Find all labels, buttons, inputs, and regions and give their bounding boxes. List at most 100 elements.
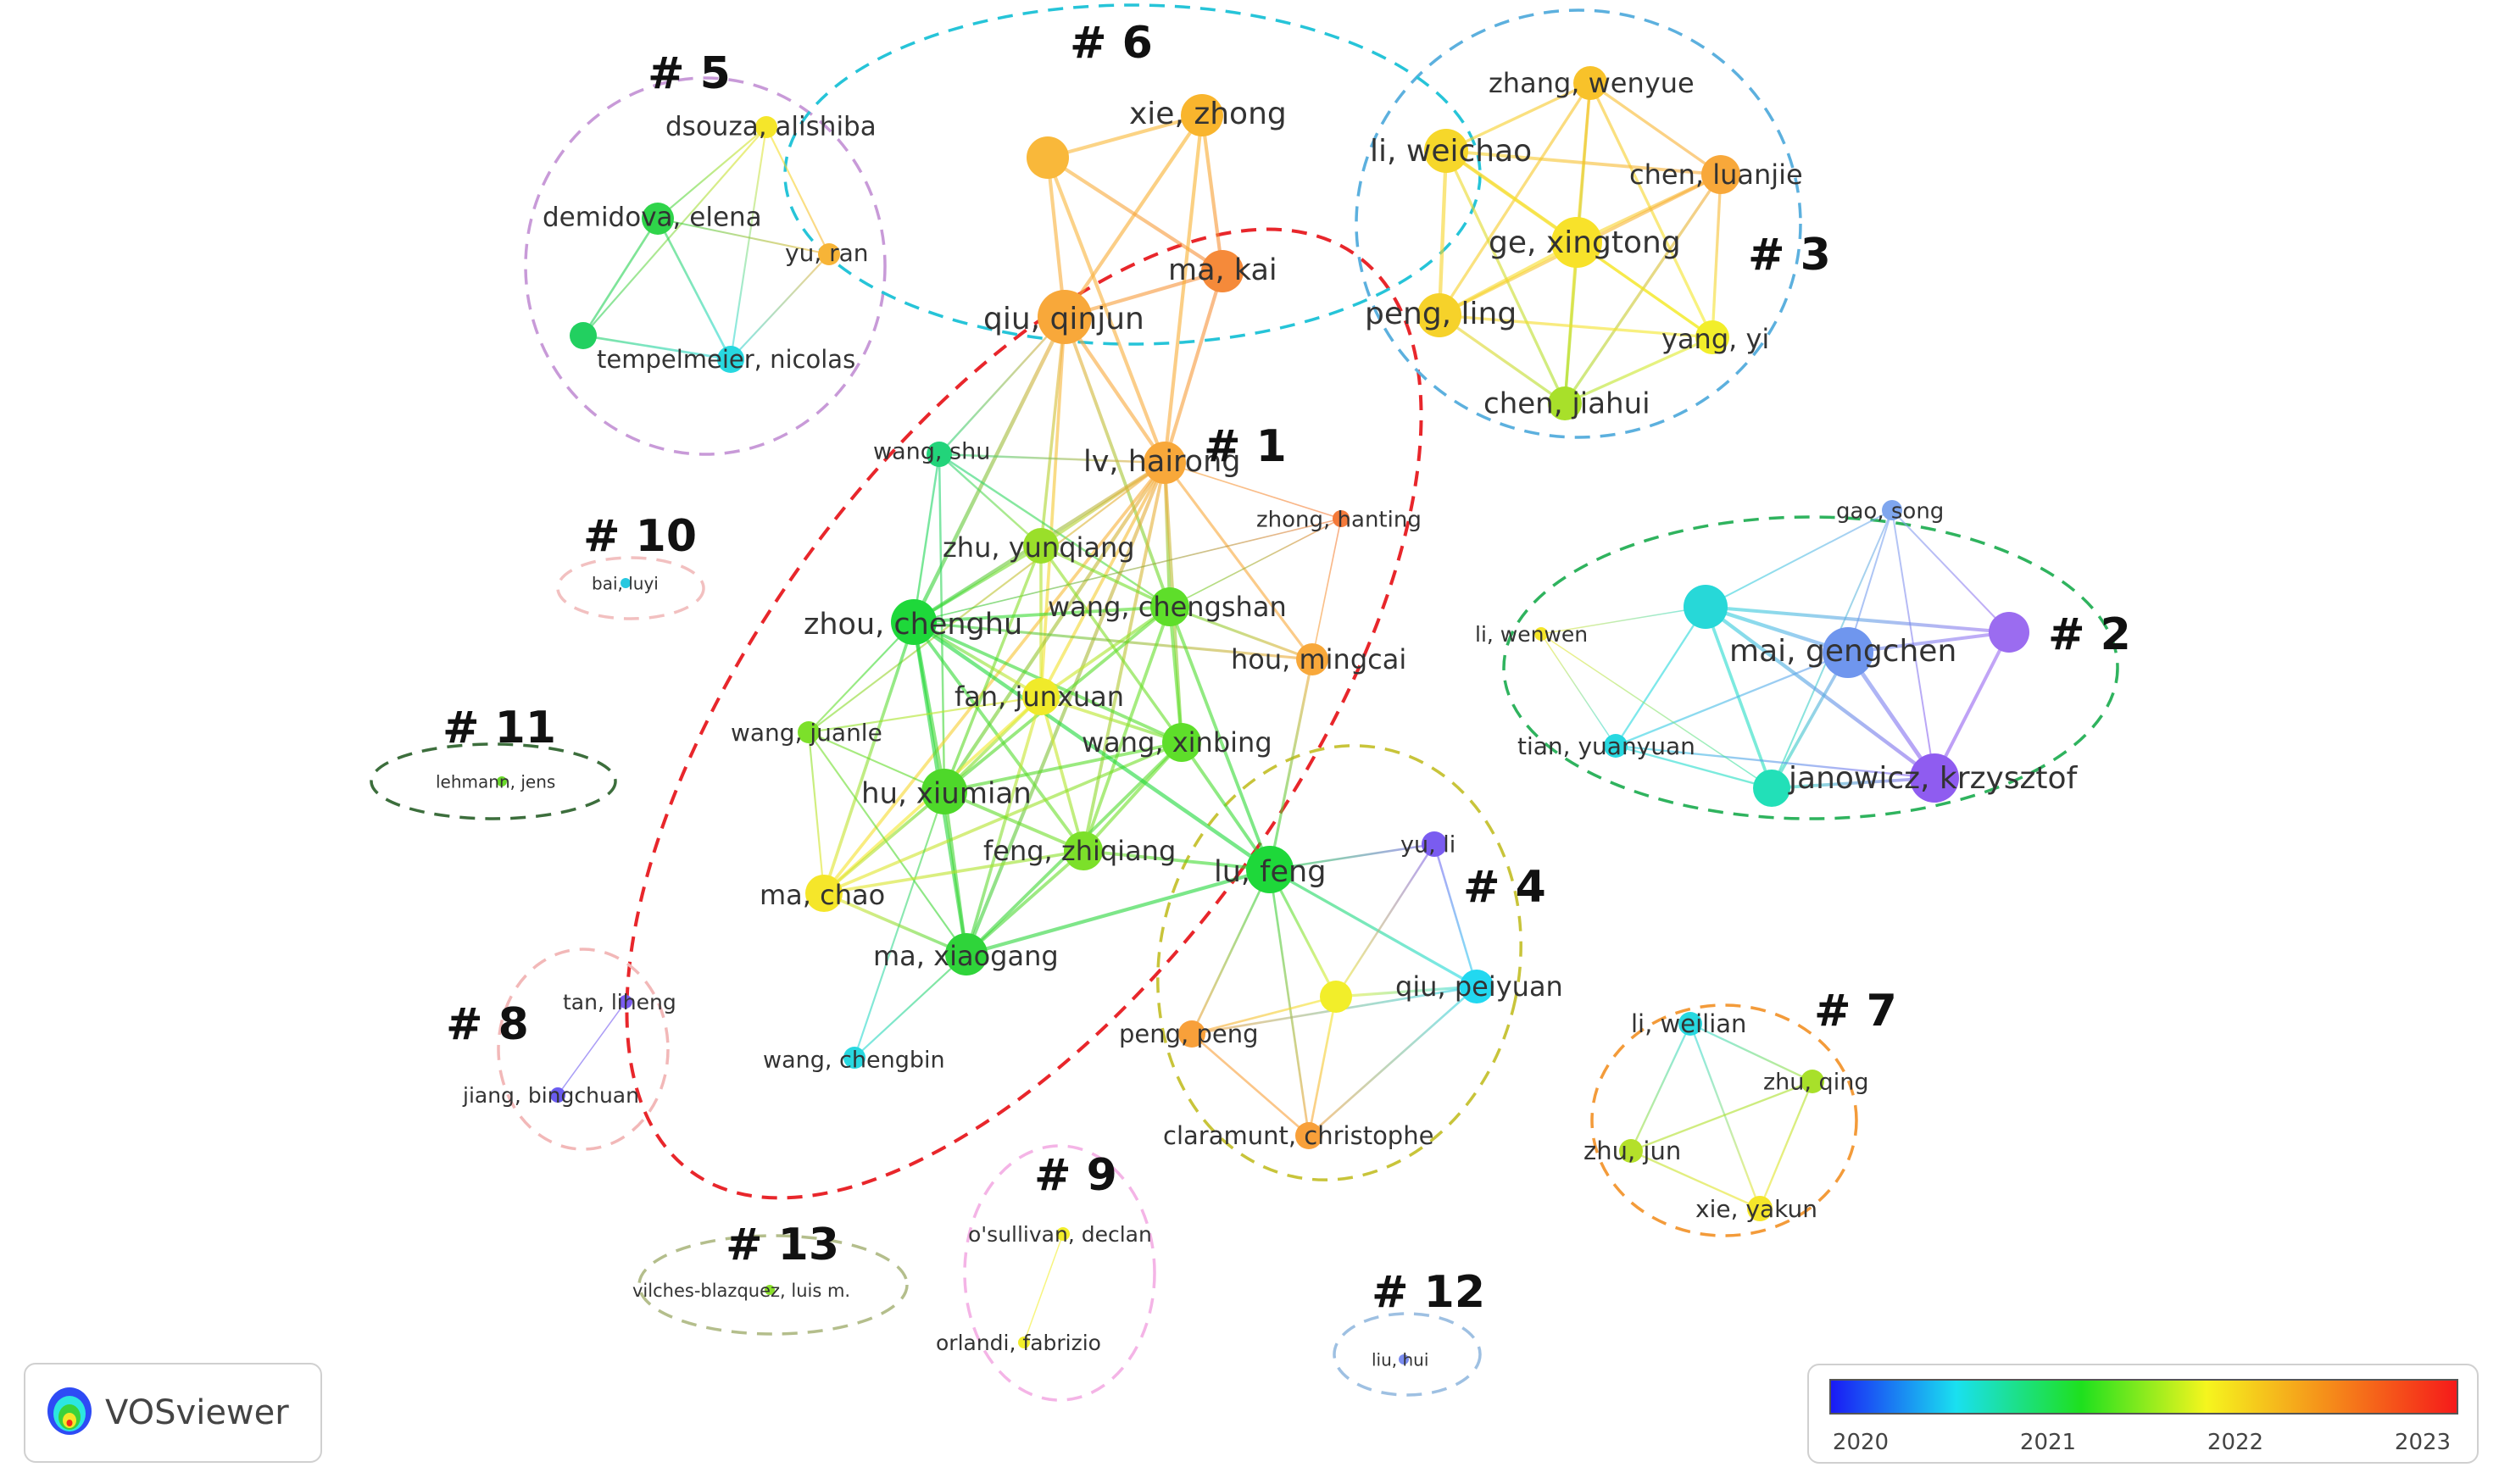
node-lufeng[interactable] xyxy=(1246,846,1294,893)
node-xieyakun[interactable] xyxy=(1747,1196,1773,1221)
node-liweichao[interactable] xyxy=(1424,129,1468,173)
node-zhuqing[interactable] xyxy=(1801,1070,1824,1093)
node-label-liweichao: li, weichao xyxy=(1370,134,1532,169)
node-maxiaogang[interactable] xyxy=(945,933,988,975)
node-janowicz[interactable] xyxy=(1910,753,1959,803)
cluster-label-c1: # 1 xyxy=(1204,421,1287,472)
node-c2purple[interactable] xyxy=(1989,612,2029,653)
node-claramunt[interactable] xyxy=(1295,1122,1322,1149)
edge-lufeng-c4yellow xyxy=(1268,868,1338,998)
edge-c4yellow-pengpeng xyxy=(1190,995,1338,1036)
edge-c2cyan-janowicz xyxy=(1703,604,1937,781)
node-zhangwenyue[interactable] xyxy=(1573,66,1607,100)
node-yuran[interactable] xyxy=(818,243,840,265)
edge-demidova-yuran xyxy=(656,217,831,256)
node-demidova[interactable] xyxy=(642,203,674,235)
edge-zhujun-xieyakun xyxy=(1629,1149,1762,1210)
node-c5unk[interactable] xyxy=(570,322,597,349)
node-baiyuyi[interactable] xyxy=(621,578,631,588)
node-liwenwen[interactable] xyxy=(1534,627,1548,641)
node-label-xieyakun: xie, yakun xyxy=(1695,1195,1817,1223)
edge-wangshu-zhuyunqiang xyxy=(938,453,1043,547)
edge-zhonghanting-wangchengshan xyxy=(1169,518,1342,608)
node-label-dsouza: dsouza, alishiba xyxy=(665,112,877,142)
node-yangyi[interactable] xyxy=(1695,320,1729,354)
node-c4yellow[interactable] xyxy=(1320,981,1352,1013)
node-maigengchen[interactable] xyxy=(1823,627,1873,678)
node-vilches[interactable] xyxy=(765,1285,775,1295)
edge-liweichao-chenluanjie xyxy=(1444,149,1723,176)
node-zhonghanting[interactable] xyxy=(1333,510,1350,527)
node-c2teal[interactable] xyxy=(1753,770,1790,807)
node-zhuyunqiang[interactable] xyxy=(1023,528,1059,564)
node-label-liweilian: li, weilian xyxy=(1631,1009,1746,1038)
edge-zhuyunqiang-wangxinbing xyxy=(1039,544,1183,744)
node-label-machao: ma, chao xyxy=(760,879,885,911)
node-qiuqinjun[interactable] xyxy=(1038,290,1092,344)
edge-zhuyunqiang-zhouchenghu xyxy=(912,544,1043,624)
node-lvhairong[interactable] xyxy=(1144,442,1186,484)
cluster-label-c6: # 6 xyxy=(1070,18,1153,69)
node-gexingtong[interactable] xyxy=(1551,217,1602,268)
node-c2cyan[interactable] xyxy=(1684,585,1728,629)
node-fanjunxuan[interactable] xyxy=(1022,678,1060,715)
node-pengpeng[interactable] xyxy=(1178,1020,1205,1048)
node-xiezhong[interactable] xyxy=(1181,94,1223,136)
node-tianyuanyuan[interactable] xyxy=(1604,734,1628,758)
node-wangchengbin[interactable] xyxy=(843,1047,865,1069)
node-liweilian[interactable] xyxy=(1678,1012,1702,1036)
node-wangchengshan[interactable] xyxy=(1150,587,1189,626)
node-label-tempelmeier: tempelmeier, nicolas xyxy=(597,345,855,374)
node-pengling[interactable] xyxy=(1417,293,1461,337)
node-machao[interactable] xyxy=(805,875,843,912)
node-dsouza[interactable] xyxy=(755,116,777,138)
edge-zhouchenghu-houmingcai xyxy=(912,620,1314,661)
node-label-lvhairong: lv, hairong xyxy=(1083,445,1240,479)
node-liuhui[interactable] xyxy=(1399,1354,1409,1365)
node-label-demidova: demidova, elena xyxy=(543,203,762,233)
edge-c6unk-makai xyxy=(1045,155,1225,274)
node-zhujun[interactable] xyxy=(1619,1139,1643,1163)
edge-fengzhiqiang-lufeng xyxy=(1082,849,1272,871)
edge-qiuqinjun-lvhairong xyxy=(1062,314,1167,465)
node-chenluanjie[interactable] xyxy=(1701,155,1740,194)
node-orlandi[interactable] xyxy=(1018,1337,1030,1348)
node-jiangbingchuan[interactable] xyxy=(550,1087,565,1103)
node-tanliheng[interactable] xyxy=(619,995,632,1009)
node-fengzhiqiang[interactable] xyxy=(1064,831,1103,870)
edge-lvhairong-fengzhiqiang xyxy=(1082,461,1166,853)
node-label-zhouchenghu: zhou, chenghu xyxy=(804,608,1022,642)
node-c6unk[interactable] xyxy=(1027,136,1069,179)
edge-liweilian-zhuqing xyxy=(1689,1022,1814,1083)
cluster-outline-c8 xyxy=(497,948,670,1151)
edge-wangchengshan-wangxinbing xyxy=(1168,605,1183,744)
node-gaosong[interactable] xyxy=(1882,500,1902,520)
legend-tick-2022: 2022 xyxy=(2207,1430,2264,1455)
node-huxiumian[interactable] xyxy=(921,769,967,814)
node-makai[interactable] xyxy=(1201,250,1244,292)
node-label-liwenwen: li, wenwen xyxy=(1475,622,1588,647)
node-lehmann[interactable] xyxy=(497,776,507,786)
edge-maxiaogang-lufeng xyxy=(964,867,1272,957)
node-osullivan[interactable] xyxy=(1056,1227,1070,1241)
edge-fengzhiqiang-maxiaogang xyxy=(965,849,1085,956)
node-label-tianyuanyuan: tian, yuanyuan xyxy=(1517,732,1695,760)
edge-zhangwenyue-liweichao xyxy=(1444,81,1592,153)
node-chenjiahui[interactable] xyxy=(1548,386,1582,420)
node-qiupeiyuan[interactable] xyxy=(1460,970,1494,1003)
node-zhouchenghu[interactable] xyxy=(891,599,937,645)
edge-makai-qiuqinjun xyxy=(1062,269,1225,320)
node-wangjuanle[interactable] xyxy=(798,721,820,743)
node-label-wangchengbin: wang, chengbin xyxy=(763,1048,945,1074)
node-yuli[interactable] xyxy=(1422,831,1447,857)
node-wangxinbing[interactable] xyxy=(1162,723,1201,762)
cluster-label-c10: # 10 xyxy=(583,511,697,562)
cluster-outline-c3 xyxy=(1355,8,1802,439)
node-houmingcai[interactable] xyxy=(1296,643,1328,675)
cluster-label-c13: # 13 xyxy=(726,1220,839,1270)
legend-tick-2023: 2023 xyxy=(2394,1430,2452,1455)
cluster-outline-c7 xyxy=(1590,1003,1858,1237)
node-tempelmeier[interactable] xyxy=(717,346,744,373)
node-wangshu[interactable] xyxy=(927,442,952,467)
node-label-fengzhiqiang: feng, zhiqiang xyxy=(983,835,1176,867)
